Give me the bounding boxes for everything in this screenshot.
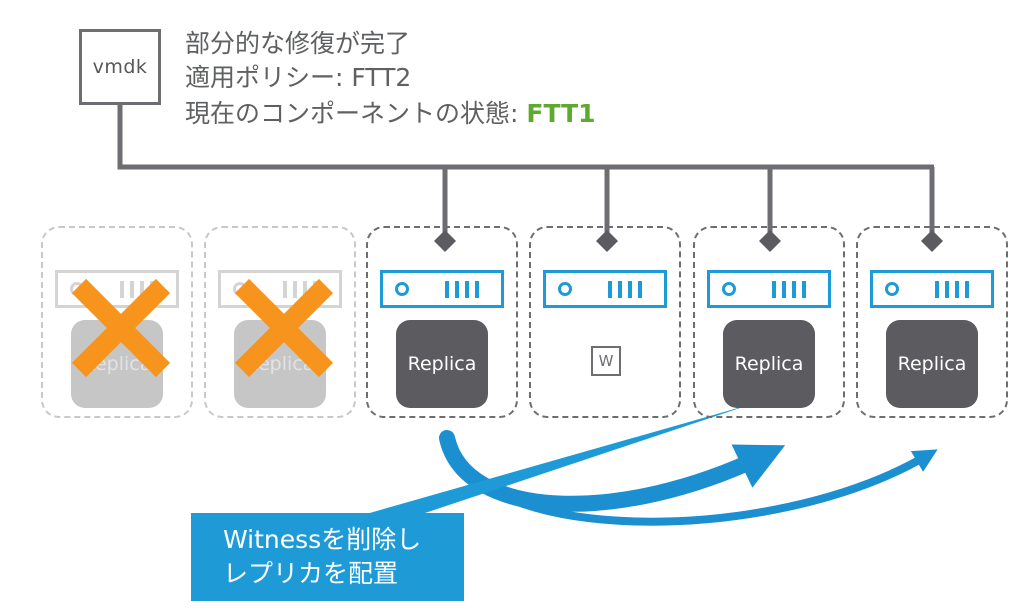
replica-label: Replica <box>734 353 804 375</box>
host-5: Replica <box>693 226 845 418</box>
server-led-icon <box>70 282 84 296</box>
server-bars-icon <box>283 281 321 298</box>
server-bars-icon <box>608 281 646 298</box>
replica-component: Replica <box>71 320 163 408</box>
replica-component: Replica <box>234 320 326 408</box>
replica-component: Replica <box>886 320 978 408</box>
callout-pointer <box>345 404 752 520</box>
applied-policy-text: 適用ポリシー: FTT2 <box>185 63 412 92</box>
server-icon <box>543 270 667 308</box>
replica-component: Replica <box>396 320 488 408</box>
callout-line-2: レプリカを配置 <box>223 559 399 588</box>
action-callout: Witnessを削除し レプリカを配置 <box>191 513 464 601</box>
server-led-icon <box>558 282 572 296</box>
server-icon <box>380 270 504 308</box>
witness-component: W <box>591 346 621 376</box>
server-icon <box>870 270 994 308</box>
host-3-connector-diamond <box>434 230 456 252</box>
server-led-icon <box>395 282 409 296</box>
host-6: Replica <box>856 226 1008 418</box>
replica-label: Replica <box>82 353 152 375</box>
current-state-label: 現在のコンポーネントの状態: <box>185 99 527 128</box>
vmdk-label: vmdk <box>92 56 148 78</box>
host-4-witness: W <box>529 226 681 418</box>
server-icon <box>55 270 179 308</box>
replica-component: Replica <box>723 320 815 408</box>
host-6-connector-diamond <box>921 230 943 252</box>
server-icon <box>218 270 342 308</box>
vmdk-object-box: vmdk <box>79 29 161 105</box>
callout-line-1: Witnessを削除し <box>223 525 422 554</box>
replica-label: Replica <box>245 353 315 375</box>
rebuild-arrow-to-host-6 <box>443 434 938 526</box>
server-led-icon <box>233 282 247 296</box>
host-4-connector-diamond <box>596 230 618 252</box>
status-title: 部分的な修復が完了 <box>185 29 411 58</box>
current-state-text: 現在のコンポーネントの状態: FTT1 <box>185 97 596 131</box>
witness-label: W <box>598 352 614 370</box>
host-5-connector-diamond <box>759 230 781 252</box>
server-bars-icon <box>445 281 483 298</box>
host-2-failed: Replica <box>204 226 356 418</box>
server-bars-icon <box>935 281 973 298</box>
host-3: Replica <box>366 226 518 418</box>
server-bars-icon <box>772 281 810 298</box>
vmdk-trunk-line <box>117 103 934 170</box>
replica-label: Replica <box>407 353 477 375</box>
host-1-failed: Replica <box>41 226 193 418</box>
server-bars-icon <box>120 281 158 298</box>
server-icon <box>707 270 831 308</box>
replica-label: Replica <box>897 353 967 375</box>
server-led-icon <box>722 282 736 296</box>
server-led-icon <box>885 282 899 296</box>
current-ftt-value: FTT1 <box>526 99 596 128</box>
